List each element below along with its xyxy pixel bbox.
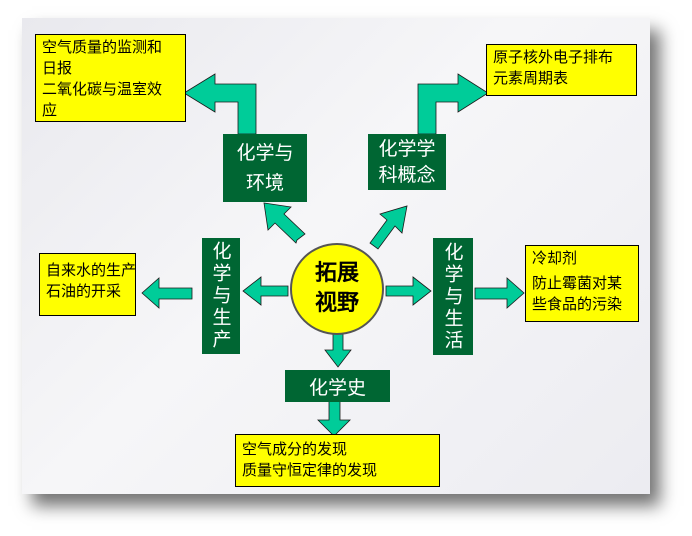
center-circle: 拓展 视野 — [290, 243, 384, 335]
environment-topic-box: 化学与 环境 — [223, 134, 307, 202]
topic-line: 化学学 — [378, 138, 436, 160]
production-topic-box: 化学与生产 — [202, 238, 240, 354]
production-detail-box: 自来水的生产 石油的开采 — [39, 253, 136, 316]
detail-line: 冷却剂 — [532, 249, 578, 267]
topic-line: 化学与 — [236, 142, 294, 164]
connector-arrows — [141, 73, 525, 437]
life-topic-box: 化学与生活 — [433, 238, 473, 355]
detail-line: 防止霉菌对某 — [532, 274, 623, 292]
topic-line: 环境 — [245, 172, 284, 194]
topic-label: 化学与生活 — [441, 241, 464, 352]
detail-line: 二氧化碳与温室效 — [42, 80, 163, 98]
center-line: 视野 — [314, 291, 359, 316]
arrow-env-to-detail — [183, 73, 257, 135]
arrow-history-to-detail — [317, 399, 351, 437]
arrow-to-production — [242, 276, 289, 306]
arrow-to-history — [324, 330, 352, 368]
detail-line: 质量守恒定律的发现 — [242, 461, 378, 479]
concepts-detail-box: 原子核外电子排布 元素周期表 — [486, 44, 637, 96]
detail-line: 空气成分的发现 — [242, 440, 348, 458]
topic-line: 科概念 — [378, 164, 436, 186]
detail-line: 原子核外电子排布 — [493, 48, 614, 66]
environment-detail-box: 空气质量的监测和 日报 二氧化碳与温室效 应 — [35, 34, 186, 122]
center-line: 拓展 — [314, 261, 359, 286]
history-topic-box: 化学史 — [285, 370, 390, 402]
diagram-slide: 空气质量的监测和 日报 二氧化碳与温室效 应 原子核外电子排布 元素周期表 自来… — [22, 18, 650, 494]
history-detail-box: 空气成分的发现 质量守恒定律的发现 — [235, 434, 440, 487]
topic-label: 化学与生产 — [209, 241, 232, 351]
detail-line: 应 — [42, 101, 58, 119]
detail-line: 空气质量的监测和 — [42, 38, 163, 56]
arrow-production-to-detail — [141, 277, 193, 309]
arrow-life-to-detail — [474, 277, 525, 309]
arrow-to-environment — [263, 202, 306, 244]
detail-line: 自来水的生产 — [46, 261, 137, 279]
life-detail-box: 冷却剂 防止霉菌对某 些食品的污染 — [525, 245, 639, 322]
detail-line: 石油的开采 — [46, 282, 122, 300]
arrow-concepts-to-detail — [417, 73, 489, 135]
concepts-topic-box: 化学学 科概念 — [368, 134, 446, 190]
topic-label: 化学史 — [308, 376, 366, 399]
arrow-to-life — [385, 276, 432, 306]
detail-line: 些食品的污染 — [532, 295, 623, 313]
arrow-to-concepts — [369, 205, 408, 250]
detail-line: 日报 — [42, 59, 73, 77]
detail-line: 元素周期表 — [493, 69, 569, 87]
